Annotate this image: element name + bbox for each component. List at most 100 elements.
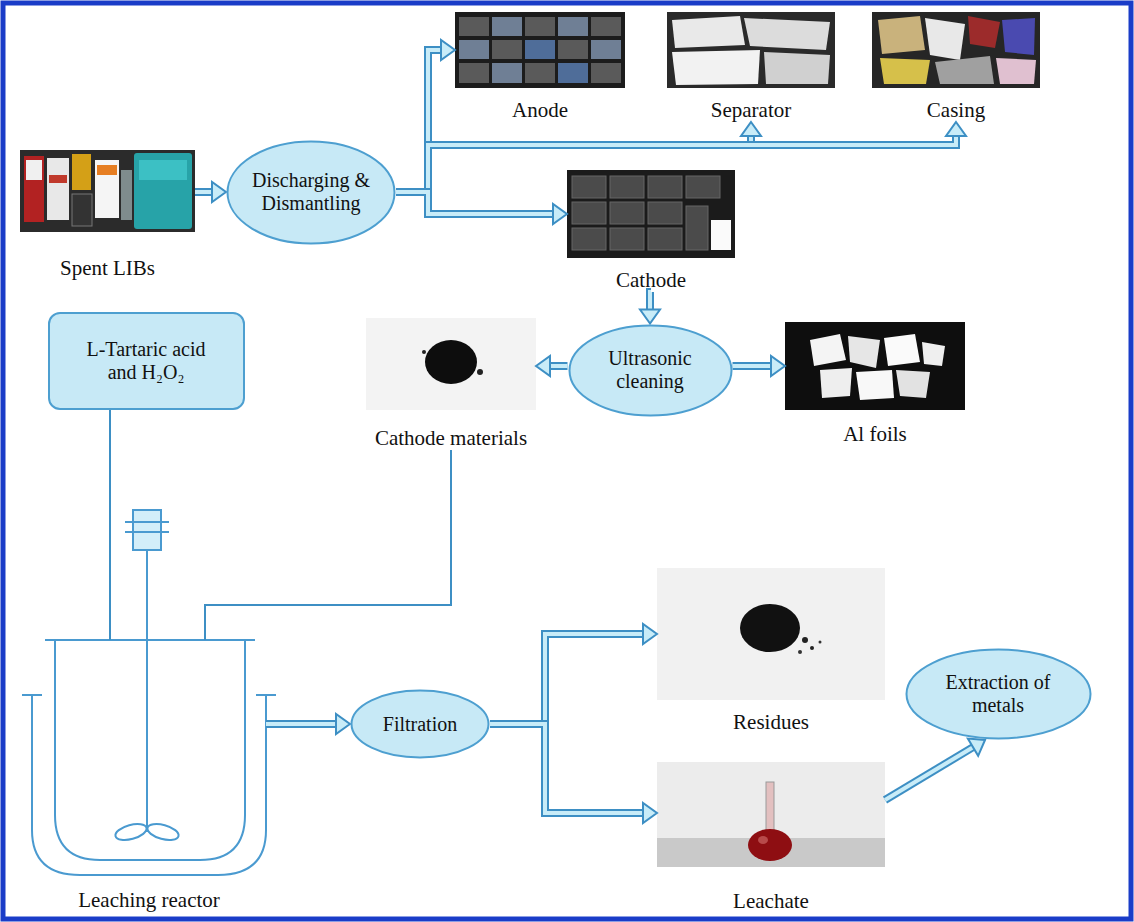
residue-photo bbox=[657, 568, 885, 700]
text-holder: L-Tartaric acid and H₂O₂ bbox=[71, 338, 221, 384]
cathode-powder-photo-part bbox=[422, 350, 426, 354]
arrow-fill bbox=[396, 134, 956, 192]
arrow-fill bbox=[490, 634, 645, 724]
casing-photo-part bbox=[968, 16, 1000, 48]
leachate-photo bbox=[657, 762, 885, 867]
cathode-photo-part bbox=[572, 228, 606, 250]
al-foils-photo-part bbox=[848, 336, 880, 368]
anode-photo-part bbox=[591, 63, 621, 83]
anode-photo-part bbox=[591, 40, 621, 59]
arrow-fill bbox=[266, 722, 338, 726]
arrow-head bbox=[640, 310, 660, 324]
al-foils-photo bbox=[785, 322, 965, 410]
node-label: Extraction of metals bbox=[928, 671, 1068, 717]
node-label: Discharging & Dismantling bbox=[246, 169, 376, 215]
al-foils-photo-part bbox=[896, 370, 930, 398]
leachate-photo-part bbox=[766, 782, 774, 832]
residue-photo-part bbox=[810, 646, 814, 650]
al-foils-photo-part bbox=[820, 368, 852, 398]
caption: Anode bbox=[512, 98, 568, 122]
connector bbox=[396, 122, 761, 192]
spent-batteries-photo-part bbox=[49, 175, 67, 183]
reagent-box: L-Tartaric acid and H₂O₂ bbox=[48, 312, 245, 410]
cathode-powder-photo bbox=[366, 318, 536, 410]
caption: Leaching reactor bbox=[78, 888, 220, 912]
arrow-head bbox=[441, 40, 455, 60]
casing-photo-part bbox=[935, 56, 994, 84]
photo-node: Leachate bbox=[657, 762, 885, 913]
residue-photo-part bbox=[657, 568, 885, 700]
cathode-powder-photo-part bbox=[477, 369, 483, 375]
arrow-fill bbox=[885, 746, 975, 800]
anode-photo-part bbox=[459, 40, 489, 59]
spent-batteries-photo-part bbox=[95, 160, 119, 218]
leachate-photo-part bbox=[758, 836, 768, 844]
arrow-head bbox=[643, 624, 657, 644]
cathode-photo-part bbox=[686, 176, 720, 198]
cathode-photo-part bbox=[648, 176, 682, 198]
node-label: Filtration bbox=[383, 713, 457, 736]
leaching-reactor-drawing-part bbox=[114, 821, 149, 843]
cathode-photo-part bbox=[648, 202, 682, 224]
leaching-reactor-drawing-part bbox=[146, 550, 148, 832]
caption: Al foils bbox=[843, 422, 907, 446]
connector bbox=[205, 450, 451, 640]
node-label: L-Tartaric acid and H₂O₂ bbox=[71, 338, 221, 384]
leaching-reactor-drawing-part bbox=[55, 640, 245, 860]
al-foils-photo-part bbox=[785, 322, 965, 410]
process-ellipse: Filtration bbox=[350, 689, 490, 759]
cathode-photo bbox=[567, 170, 735, 258]
arrow-outline bbox=[490, 634, 645, 724]
process-ellipse: Ultrasonic cleaning bbox=[568, 324, 733, 417]
spent-batteries-photo-part bbox=[121, 170, 132, 220]
ellipse-shape bbox=[906, 650, 1090, 739]
connector bbox=[490, 724, 657, 823]
casing-photo-part bbox=[925, 18, 965, 60]
arrow-outline bbox=[885, 746, 975, 800]
photo-node: Casing bbox=[872, 12, 1040, 122]
casing-photo-part bbox=[996, 58, 1036, 84]
text-holder: Ultrasonic cleaning bbox=[595, 347, 705, 393]
anode-photo-part bbox=[558, 17, 588, 36]
leaching-reactor-drawing-part bbox=[146, 821, 181, 843]
separator-photo-part bbox=[672, 50, 760, 85]
arrow-head bbox=[771, 356, 785, 376]
residue-photo-part bbox=[802, 637, 808, 643]
connector bbox=[195, 182, 226, 202]
separator-photo-part bbox=[744, 18, 830, 50]
arrow-head bbox=[968, 739, 985, 756]
anode-photo-part bbox=[558, 40, 588, 59]
leachate-photo-part bbox=[657, 762, 885, 867]
al-foils-photo-part bbox=[922, 342, 945, 366]
anode-photo-part bbox=[525, 40, 555, 59]
arrow-fill bbox=[733, 364, 774, 368]
text-holder: Extraction of metals bbox=[928, 671, 1068, 717]
spent-batteries-photo bbox=[20, 150, 195, 232]
caption: Separator bbox=[711, 98, 791, 122]
caption: Casing bbox=[927, 98, 985, 122]
photo-node: Cathode materials bbox=[366, 318, 536, 450]
cathode-photo-part bbox=[711, 220, 731, 250]
arrow-head bbox=[741, 122, 761, 136]
connector bbox=[396, 122, 966, 192]
spent-batteries-photo-part bbox=[20, 150, 195, 232]
anode-photo-part bbox=[591, 17, 621, 36]
residue-photo-part bbox=[798, 650, 802, 654]
separator-photo-part bbox=[672, 16, 745, 48]
leaching-reactor-drawing-part bbox=[45, 639, 255, 641]
separator-photo-part bbox=[667, 12, 835, 88]
connector bbox=[733, 356, 786, 376]
caption: Cathode materials bbox=[375, 426, 527, 450]
casing-photo-part bbox=[872, 12, 1040, 88]
anode-photo-part bbox=[558, 63, 588, 83]
text-holder: Discharging & Dismantling bbox=[246, 169, 376, 215]
leaching-reactor-drawing-part bbox=[133, 510, 161, 550]
cathode-photo-part bbox=[572, 176, 606, 198]
spent-batteries-photo-part bbox=[139, 160, 187, 180]
spent-batteries-photo-part bbox=[47, 158, 69, 220]
photo-node: Cathode bbox=[567, 170, 735, 292]
arrow-head bbox=[212, 182, 226, 202]
spent-batteries-photo-part bbox=[24, 156, 44, 222]
arrow-outline bbox=[396, 134, 956, 192]
